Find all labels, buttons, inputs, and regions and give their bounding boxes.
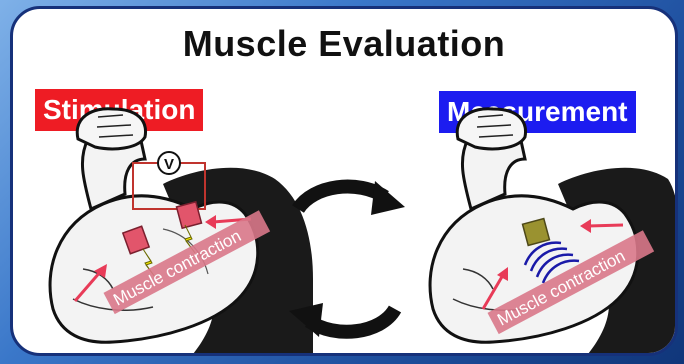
sensor-patch [523,219,550,246]
left-arm-illustration [50,109,313,354]
diagram-frame: Muscle Evaluation Stimulation Measuremen… [10,6,678,356]
diagram-canvas: V Muscle contraction [13,9,678,356]
voltmeter-symbol: V [164,156,174,173]
cycle-arrow-top-icon [298,181,405,215]
